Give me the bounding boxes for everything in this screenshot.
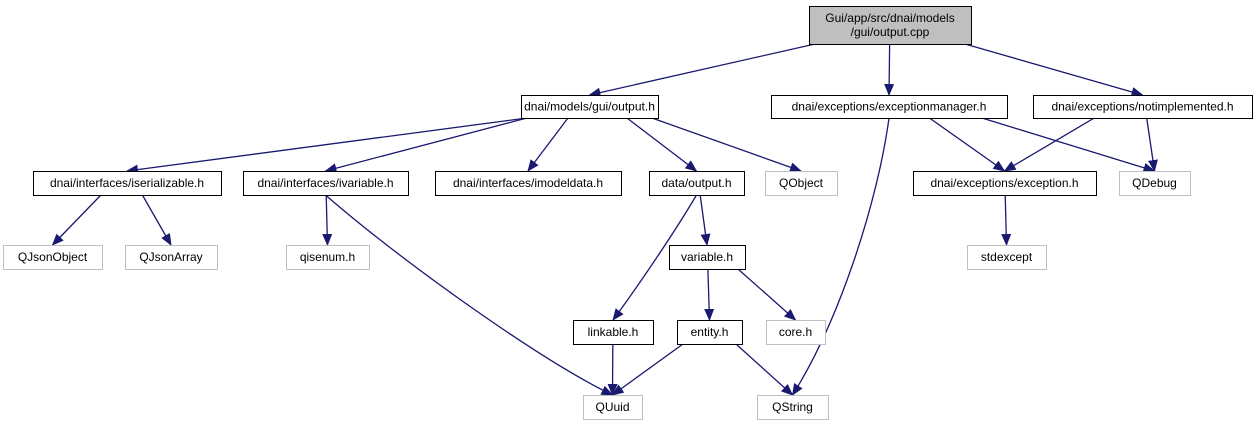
edge-output-h-to-qobject	[651, 117, 802, 173]
edge-notimplemented-h-to-exception-h	[1003, 117, 1095, 172]
edge-iserializable-h-to-qjsonobject	[51, 194, 102, 246]
node-box	[913, 171, 1097, 196]
edge-ivariable-h-to-qisenum-h	[322, 194, 333, 246]
node-imodeldata-h[interactable]: dnai/interfaces/imodeldata.h	[435, 171, 622, 196]
node-label: QJsonObject	[18, 250, 88, 264]
node-label: Gui/app/src/dnai/models	[825, 11, 954, 25]
node-box	[435, 171, 622, 196]
node-ivariable-h[interactable]: dnai/interfaces/ivariable.h	[243, 171, 409, 196]
node-label: QObject	[779, 176, 824, 190]
node-notimplemented-h[interactable]: dnai/exceptions/notimplemented.h	[1033, 95, 1253, 119]
edge-data-output-h-to-variable-h	[699, 194, 711, 246]
edge-output-h-to-imodeldata-h	[527, 117, 569, 172]
node-box	[125, 245, 218, 270]
node-label: variable.h	[681, 250, 733, 264]
node-box	[286, 245, 370, 270]
node-label: dnai/exceptions/notimplemented.h	[1051, 100, 1233, 114]
node-stdexcept: stdexcept	[967, 245, 1047, 270]
node-entity-h[interactable]: entity.h	[677, 320, 743, 345]
edge-ivariable-h-to-quuid	[325, 194, 614, 396]
edge-output-h-to-data-output-h	[626, 117, 698, 172]
node-box	[677, 320, 743, 345]
node-label: QDebug	[1132, 176, 1177, 190]
edge-variable-h-to-entity-h	[704, 268, 715, 321]
node-box	[1033, 95, 1253, 119]
edge-exception-h-to-stdexcept	[1001, 194, 1012, 246]
node-label: qisenum.h	[300, 250, 355, 264]
edge-data-output-h-to-linkable-h	[612, 194, 698, 321]
node-box	[669, 245, 746, 270]
node-box	[771, 95, 1008, 119]
edge-notimplemented-h-to-qdebug	[1146, 117, 1158, 172]
node-box	[766, 320, 826, 345]
node-label: core.h	[779, 325, 812, 339]
node-label: dnai/exceptions/exceptionmanager.h	[792, 100, 987, 114]
node-output-h[interactable]: dnai/models/gui/output.h	[521, 95, 659, 119]
edge-exceptionmanager-h-to-qstring	[791, 117, 890, 396]
node-box	[1119, 171, 1191, 196]
edge-root-to-exceptionmanager-h	[884, 43, 895, 96]
edge-layer	[51, 43, 1158, 396]
node-label: dnai/exceptions/exception.h	[930, 176, 1078, 190]
node-label: QUuid	[595, 400, 629, 414]
node-box	[583, 395, 643, 420]
node-label: entity.h	[691, 325, 729, 339]
edge-iserializable-h-to-qjsonarray	[141, 194, 172, 246]
node-box	[521, 95, 659, 119]
node-root[interactable]: Gui/app/src/dnai/models/gui/output.cpp	[809, 6, 972, 45]
node-exception-h[interactable]: dnai/exceptions/exception.h	[913, 171, 1097, 196]
node-label: data/output.h	[661, 176, 731, 190]
node-core-h: core.h	[766, 320, 826, 345]
edge-output-h-to-ivariable-h	[324, 117, 528, 174]
node-data-output-h[interactable]: data/output.h	[649, 171, 745, 196]
node-linkable-h[interactable]: linkable.h	[573, 320, 654, 345]
edge-output-h-to-iserializable-h	[126, 117, 528, 175]
node-quuid: QUuid	[583, 395, 643, 420]
edge-entity-h-to-qstring	[735, 343, 794, 396]
node-box	[757, 395, 829, 420]
node-layer: Gui/app/src/dnai/models/gui/output.cpp dn…	[3, 6, 1253, 420]
edge-exceptionmanager-h-to-exception-h	[929, 117, 1006, 172]
node-box	[967, 245, 1047, 270]
node-box	[809, 6, 972, 45]
node-qisenum-h: qisenum.h	[286, 245, 370, 270]
node-label: dnai/interfaces/imodeldata.h	[453, 176, 603, 190]
edge-exceptionmanager-h-to-qdebug	[981, 117, 1156, 173]
node-box	[3, 245, 103, 270]
node-label: QJsonArray	[139, 250, 202, 264]
node-exceptionmanager-h[interactable]: dnai/exceptions/exceptionmanager.h	[771, 95, 1008, 119]
node-box	[243, 171, 409, 196]
node-label: /gui/output.cpp	[851, 25, 930, 39]
node-qjsonarray: QJsonArray	[125, 245, 218, 270]
edge-root-to-notimplemented-h	[964, 43, 1144, 97]
node-variable-h[interactable]: variable.h	[669, 245, 746, 270]
node-box	[573, 320, 654, 345]
edge-entity-h-to-quuid	[611, 343, 684, 396]
node-iserializable-h[interactable]: dnai/interfaces/iserializable.h	[33, 171, 222, 196]
node-label: dnai/interfaces/ivariable.h	[257, 176, 393, 190]
node-box	[33, 171, 222, 196]
node-box	[765, 171, 838, 196]
edge-variable-h-to-core-h	[737, 268, 797, 321]
node-qjsonobject: QJsonObject	[3, 245, 103, 270]
node-qdebug: QDebug	[1119, 171, 1191, 196]
node-box	[649, 171, 745, 196]
node-label: stdexcept	[981, 250, 1033, 264]
node-label: QString	[772, 400, 813, 414]
edge-root-to-output-h	[588, 43, 816, 98]
node-qstring: QString	[757, 395, 829, 420]
node-label: dnai/models/gui/output.h	[524, 100, 655, 114]
node-label: linkable.h	[588, 325, 639, 339]
node-label: dnai/interfaces/iserializable.h	[50, 176, 204, 190]
node-qobject: QObject	[765, 171, 838, 196]
